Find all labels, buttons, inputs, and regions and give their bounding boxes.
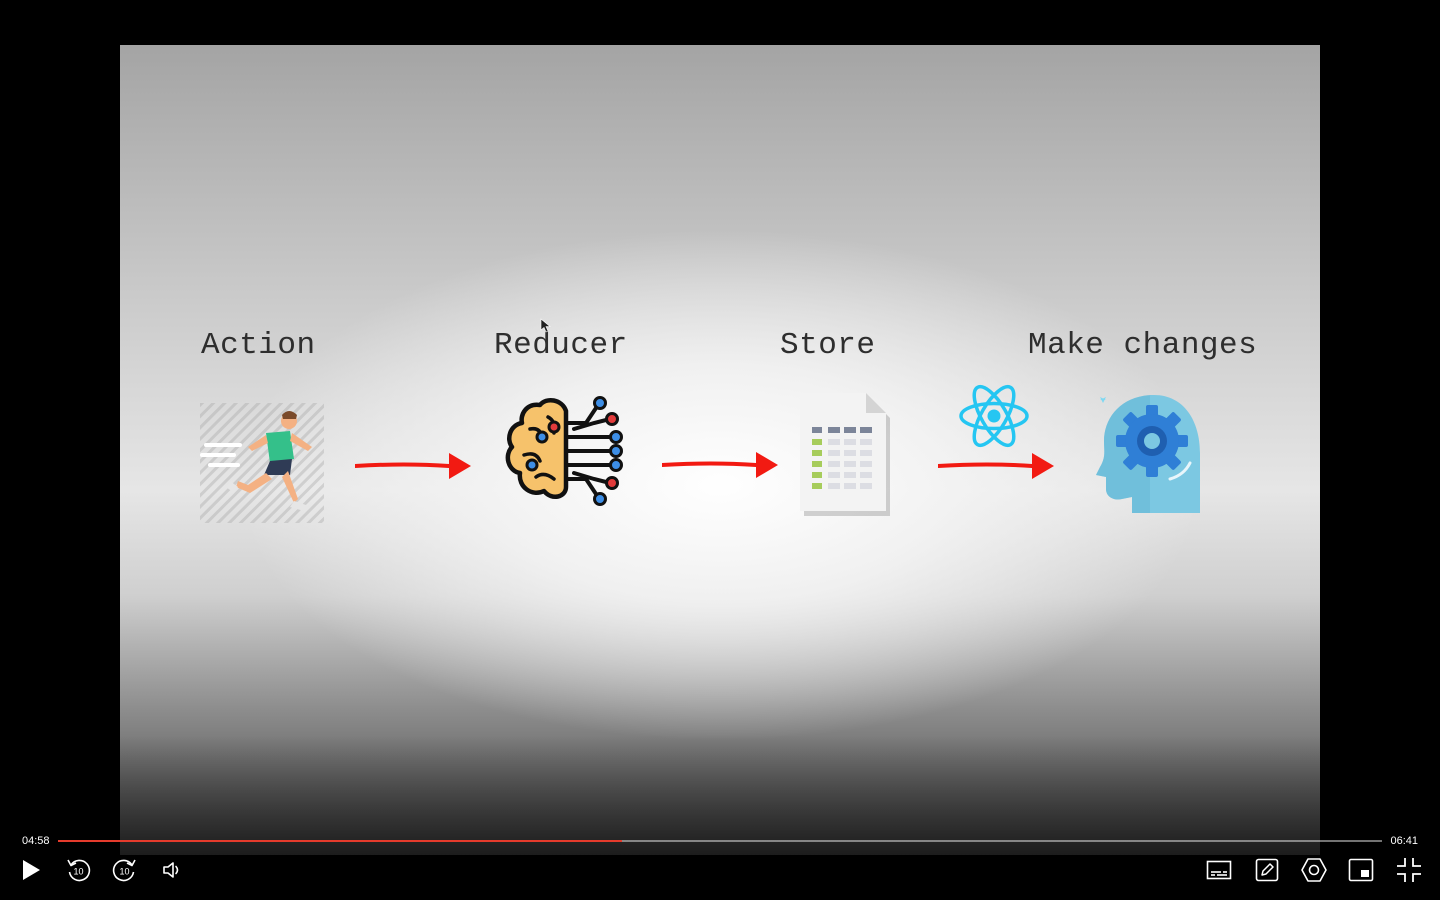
label-store: Store	[780, 328, 876, 363]
arrow-action-to-reducer-icon	[355, 453, 471, 479]
video-frame[interactable]: Action Reducer Store Make changes	[120, 45, 1320, 855]
settings-icon	[1301, 858, 1327, 882]
brain-circuit-icon	[505, 396, 623, 506]
player-controls: 04:58 06:41 10 10	[0, 820, 1440, 900]
label-reducer: Reducer	[494, 328, 628, 363]
subtitles-icon	[1206, 860, 1232, 880]
subtitles-button[interactable]	[1204, 855, 1234, 885]
react-atom-icon	[959, 384, 1029, 448]
picture-in-picture-icon	[1348, 858, 1374, 882]
running-man-icon	[200, 403, 324, 523]
spreadsheet-document-icon	[800, 393, 890, 516]
svg-text:10: 10	[73, 867, 83, 877]
settings-button[interactable]	[1299, 855, 1329, 885]
label-action: Action	[201, 328, 316, 363]
notes-button[interactable]	[1252, 855, 1282, 885]
arrow-reducer-to-store-icon	[662, 452, 778, 478]
play-icon	[23, 860, 40, 880]
forward-10-icon: 10	[112, 859, 136, 882]
head-gear-icon	[1096, 395, 1200, 513]
arrow-store-to-changes-icon	[938, 453, 1054, 479]
label-make-changes: Make changes	[1028, 328, 1258, 363]
picture-in-picture-button[interactable]	[1346, 855, 1376, 885]
exit-fullscreen-button[interactable]	[1394, 855, 1424, 885]
volume-button[interactable]	[157, 855, 187, 885]
progress-fill	[58, 840, 623, 842]
edit-note-icon	[1255, 858, 1279, 882]
rewind-10-button[interactable]: 10	[63, 855, 93, 885]
total-time: 06:41	[1390, 835, 1418, 847]
progress-bar[interactable]	[58, 840, 1382, 842]
current-time: 04:58	[22, 835, 50, 847]
svg-text:10: 10	[119, 867, 129, 877]
volume-icon	[163, 862, 179, 878]
exit-fullscreen-icon	[1397, 858, 1421, 882]
rewind-10-icon: 10	[67, 859, 91, 882]
mouse-cursor-icon	[540, 318, 551, 333]
play-button[interactable]	[16, 855, 46, 885]
forward-10-button[interactable]: 10	[110, 855, 140, 885]
